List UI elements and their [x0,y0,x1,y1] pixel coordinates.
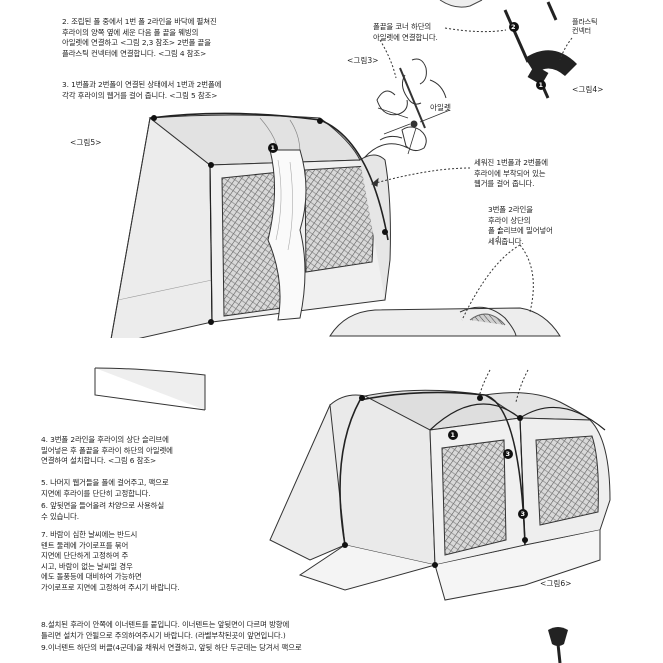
figure-6-pole-markers [342,395,528,568]
connector-arrow [444,27,507,33]
tent-top-fragment [439,0,483,8]
step-2-text: 2. 조립된 폴 중에서 1번 폴 2라인을 바닥에 펼쳐진 후라이의 양쪽 옆… [62,17,217,58]
eyelet-label: 아일렛 [430,103,451,112]
fig6-marker-1: 1 [450,431,456,439]
mallet-icon [548,627,568,663]
fig6-marker-1-dot [448,430,458,440]
eyelet-callout: 폴끝을 코너 하단의 아일렛에 연결합니다. [373,22,438,42]
fig6-marker-3a-dot [503,449,513,459]
fig4-marker-1: 1 [538,81,544,89]
step-8-text: 8.설치된 후라이 안쪽에 이너텐트를 붙입니다. 이너텐트는 앞뒷면이 다르며… [41,620,290,640]
eyelet-arrow [379,39,397,79]
fig4-marker-1-dot [536,80,546,90]
step-6-text: 6. 앞뒷면을 들어올려 차양으로 사용하실 수 있습니다. [41,501,165,521]
hooks-callout: 세워진 1번폴과 2번폴에 후라이에 부착되어 있는 웹거를 걸어 줍니다. [474,158,548,189]
plastic-connector-label: 플라스틱 컨넥터 [572,18,598,35]
figure-6-left-fragment [94,367,206,411]
step-5-text: 5. 나머지 웹거들을 폴에 걸어주고, 팩으로 지면에 후라이를 단단히 고정… [41,478,169,498]
step-4-text: 4. 3번폴 2라인을 후라이의 상단 슬리브에 밀어넣은 후 폴끝을 후라이 … [41,435,173,466]
fig4-marker-2: 2 [511,23,516,31]
fig4-label: <그림4> [572,85,604,94]
step-7-text: 7. 바람이 심한 날씨에는 반드시 텐트 둘레에 가이로프를 묶어 지면에 단… [41,530,180,592]
fig5-marker-1-dot [268,143,278,153]
fig6-marker-3b-dot [518,509,528,519]
fig6-marker-3a: 3 [505,450,511,458]
fig5-label: <그림5> [70,138,102,147]
fig4-marker-2-dot [509,22,519,32]
figure-6-tent [269,369,611,601]
fig6-marker-3b: 3 [520,510,526,518]
step-9-text: 9.이너텐트 하단의 버클(4군데)을 채워서 연결하고, 앞뒷 하단 두군데는… [41,643,302,652]
figure-3-illustration [363,58,451,159]
sleeve-tent-illustration [329,225,561,337]
fig3-label: <그림3> [347,56,379,65]
step-3-text: 3. 1번폴과 2번폴이 연결된 상태에서 1번과 2번폴에 각각 후라이의 웹… [62,80,222,100]
fig6-label: <그림6> [540,579,572,588]
sleeve-callout: 3번폴 2라인을 후라이 상단의 폴 슬리브에 밀어넣어 세워줍니다. [488,205,553,246]
fig5-marker-1b: 1 [270,144,276,152]
